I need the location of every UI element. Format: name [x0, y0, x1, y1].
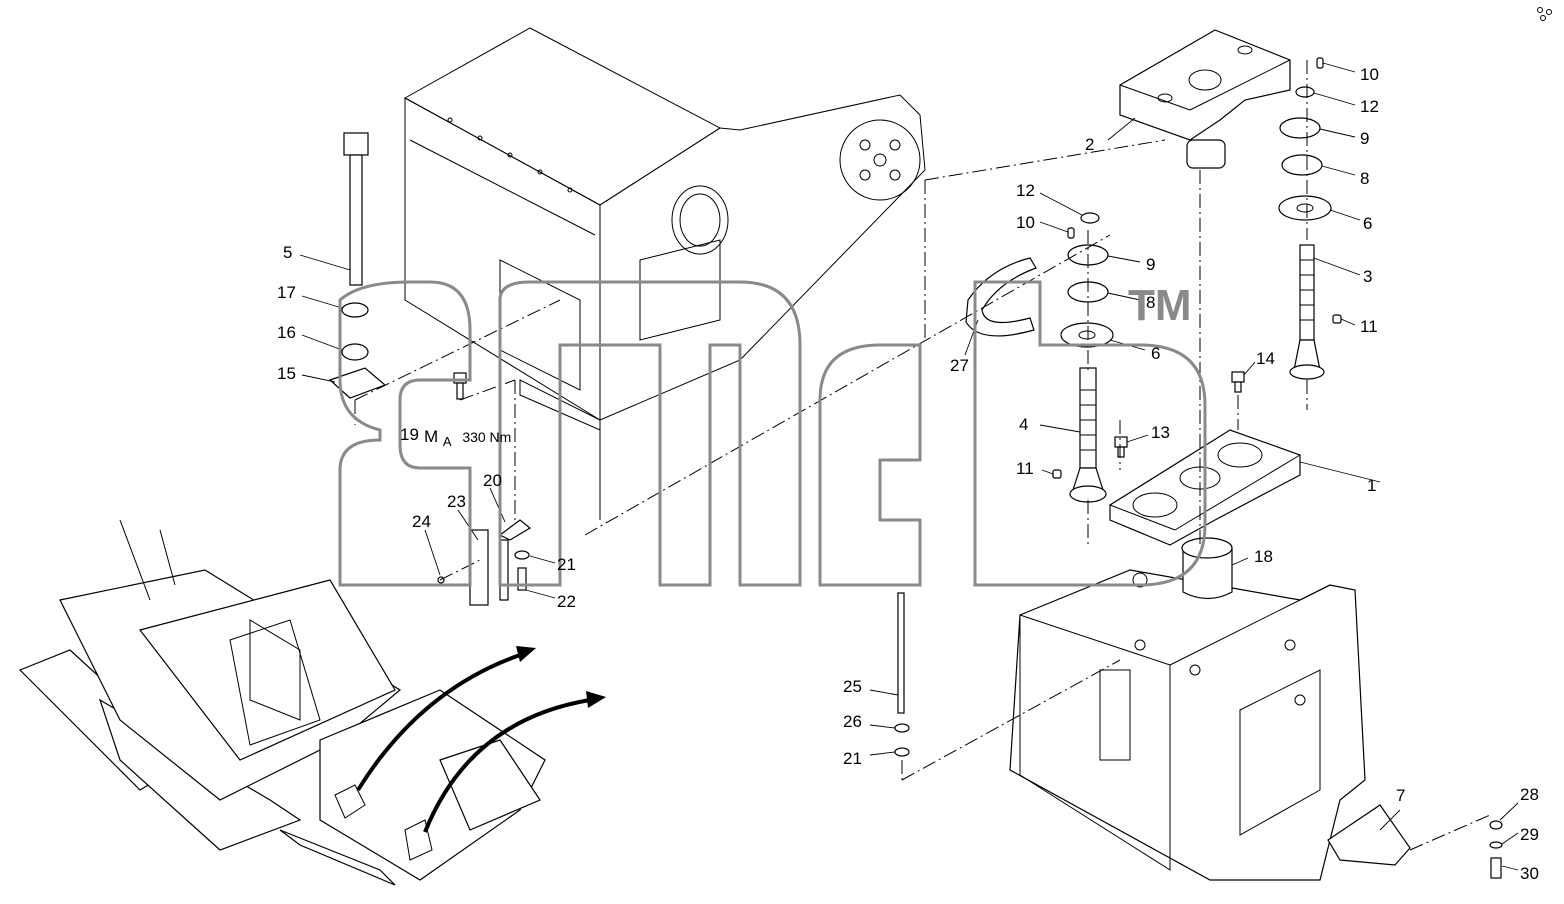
callout-11-right: 11 [1360, 317, 1378, 336]
torque-value: 330 Nm [462, 429, 511, 445]
torque-subscript: A [443, 434, 452, 449]
callout-19: 19 [400, 425, 419, 444]
parts-15-17 [328, 302, 387, 399]
callout-6-left: 6 [1151, 344, 1160, 363]
callout-17: 17 [277, 283, 296, 302]
callout-7: 7 [1396, 786, 1405, 805]
callout-9-left: 9 [1146, 255, 1155, 274]
callout-20: 20 [483, 471, 502, 490]
torque-symbol: M [424, 427, 438, 446]
callout-25: 25 [843, 677, 862, 696]
callout-8-right: 8 [1360, 169, 1369, 188]
callout-16: 16 [277, 323, 296, 342]
callout-27: 27 [950, 356, 969, 375]
chain-link-icon [1537, 7, 1552, 21]
callout-29: 29 [1520, 825, 1539, 844]
callout-18: 18 [1254, 547, 1273, 566]
callout-3: 3 [1363, 267, 1372, 286]
callout-14: 14 [1256, 349, 1275, 368]
callout-1: 1 [1367, 476, 1376, 495]
callout-21-lower: 21 [843, 749, 862, 768]
part-27-chain [965, 257, 1037, 337]
callout-15: 15 [277, 364, 296, 383]
watermark-tm: TM [1128, 281, 1192, 330]
callout-2: 2 [1085, 135, 1094, 154]
part-4-shaft [1069, 367, 1107, 503]
watermark: TM [338, 280, 1207, 587]
callout-30: 30 [1520, 864, 1539, 883]
callout-26: 26 [843, 712, 862, 731]
callout-5: 5 [283, 243, 292, 262]
callout-24: 24 [412, 512, 431, 531]
callout-11-left: 11 [1016, 459, 1034, 478]
sprockets-left [1060, 212, 1114, 348]
machine-overview [18, 519, 546, 886]
callout-10-left: 10 [1016, 213, 1035, 232]
callout-4: 4 [1019, 415, 1028, 434]
callout-12-right: 12 [1360, 97, 1379, 116]
callout-8-left: 8 [1146, 293, 1155, 312]
part-5-bolt [343, 132, 369, 286]
callout-23: 23 [447, 492, 466, 511]
callout-22: 22 [557, 592, 576, 611]
part-2-bracket [1119, 29, 1291, 169]
callout-13: 13 [1151, 423, 1170, 442]
callout-labels: 1 2 3 4 5 6 6 7 8 8 9 9 10 10 11 11 12 1… [277, 65, 1539, 883]
callout-9-right: 9 [1360, 129, 1369, 148]
callout-21-upper: 21 [557, 555, 576, 574]
callout-28: 28 [1520, 785, 1539, 804]
part-3-shaft [1289, 244, 1325, 380]
sprockets-right [1278, 57, 1332, 221]
callout-10-right: 10 [1360, 65, 1379, 84]
lower-frame [1009, 569, 1366, 881]
callout-6-right: 6 [1363, 214, 1372, 233]
torque-spec: M A 330 Nm [424, 427, 511, 450]
leader-lines [299, 62, 1519, 871]
upper-frame [403, 27, 926, 520]
assembly-lines [354, 60, 1491, 851]
callout-arrows [356, 646, 606, 833]
callout-12-left: 12 [1016, 181, 1035, 200]
